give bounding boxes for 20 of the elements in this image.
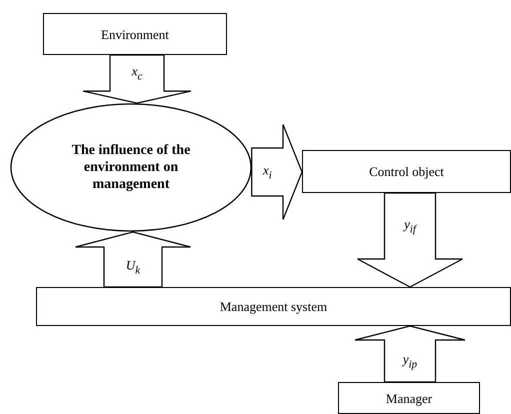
edge-label: x$_{i}$ bbox=[262, 162, 272, 182]
edge-label: U$_{k}$ bbox=[126, 258, 140, 276]
node-label: Manager bbox=[386, 390, 432, 406]
block-arrow bbox=[356, 192, 464, 288]
block-arrow bbox=[74, 231, 192, 288]
edge-label: y$_{if}$ bbox=[404, 216, 416, 236]
edge-label: x$_{c}$ bbox=[132, 64, 142, 82]
block-arrow bbox=[354, 325, 466, 383]
block-arrow bbox=[251, 124, 303, 220]
node-label: Management system bbox=[220, 298, 328, 315]
node-label: Environment bbox=[101, 26, 169, 42]
edge-label: y$_{ip}$ bbox=[402, 352, 418, 370]
process-ellipse bbox=[10, 103, 252, 232]
process-box bbox=[43, 13, 227, 55]
process-box bbox=[36, 287, 511, 326]
process-box bbox=[338, 382, 480, 414]
node-label: Control object bbox=[369, 163, 444, 180]
process-box bbox=[302, 150, 511, 193]
node-label: The influence of the environment on management bbox=[71, 142, 191, 193]
block-arrow bbox=[82, 54, 192, 104]
